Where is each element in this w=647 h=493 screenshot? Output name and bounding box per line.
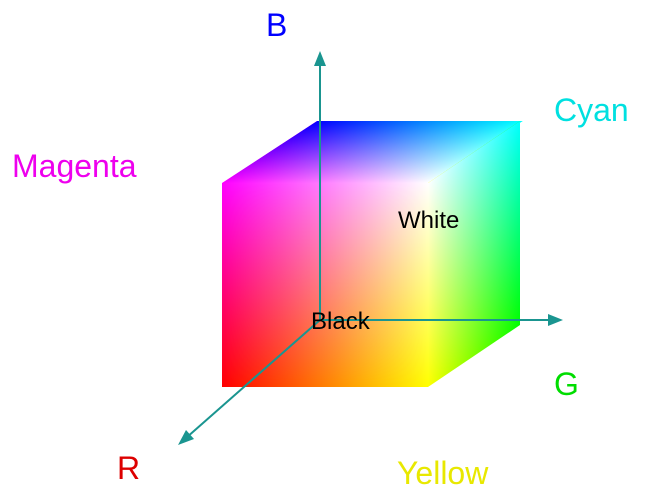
blue-axis-label: B	[266, 7, 288, 43]
green-axis-arrowhead	[548, 314, 563, 326]
green-axis-label: G	[554, 366, 579, 402]
red-axis-label: R	[117, 450, 141, 486]
red-axis	[185, 319, 321, 439]
cube-top-face	[222, 121, 523, 183]
white-corner-label: White	[398, 207, 460, 234]
black-corner-label: Black	[311, 308, 370, 335]
yellow-corner-label: Yellow	[397, 455, 489, 491]
red-axis-arrowhead	[178, 430, 194, 445]
blue-axis-arrowhead	[314, 51, 326, 66]
magenta-corner-label: Magenta	[12, 148, 137, 184]
cube-front-face	[222, 183, 428, 387]
axes	[178, 51, 563, 445]
cyan-corner-label: Cyan	[554, 92, 629, 128]
